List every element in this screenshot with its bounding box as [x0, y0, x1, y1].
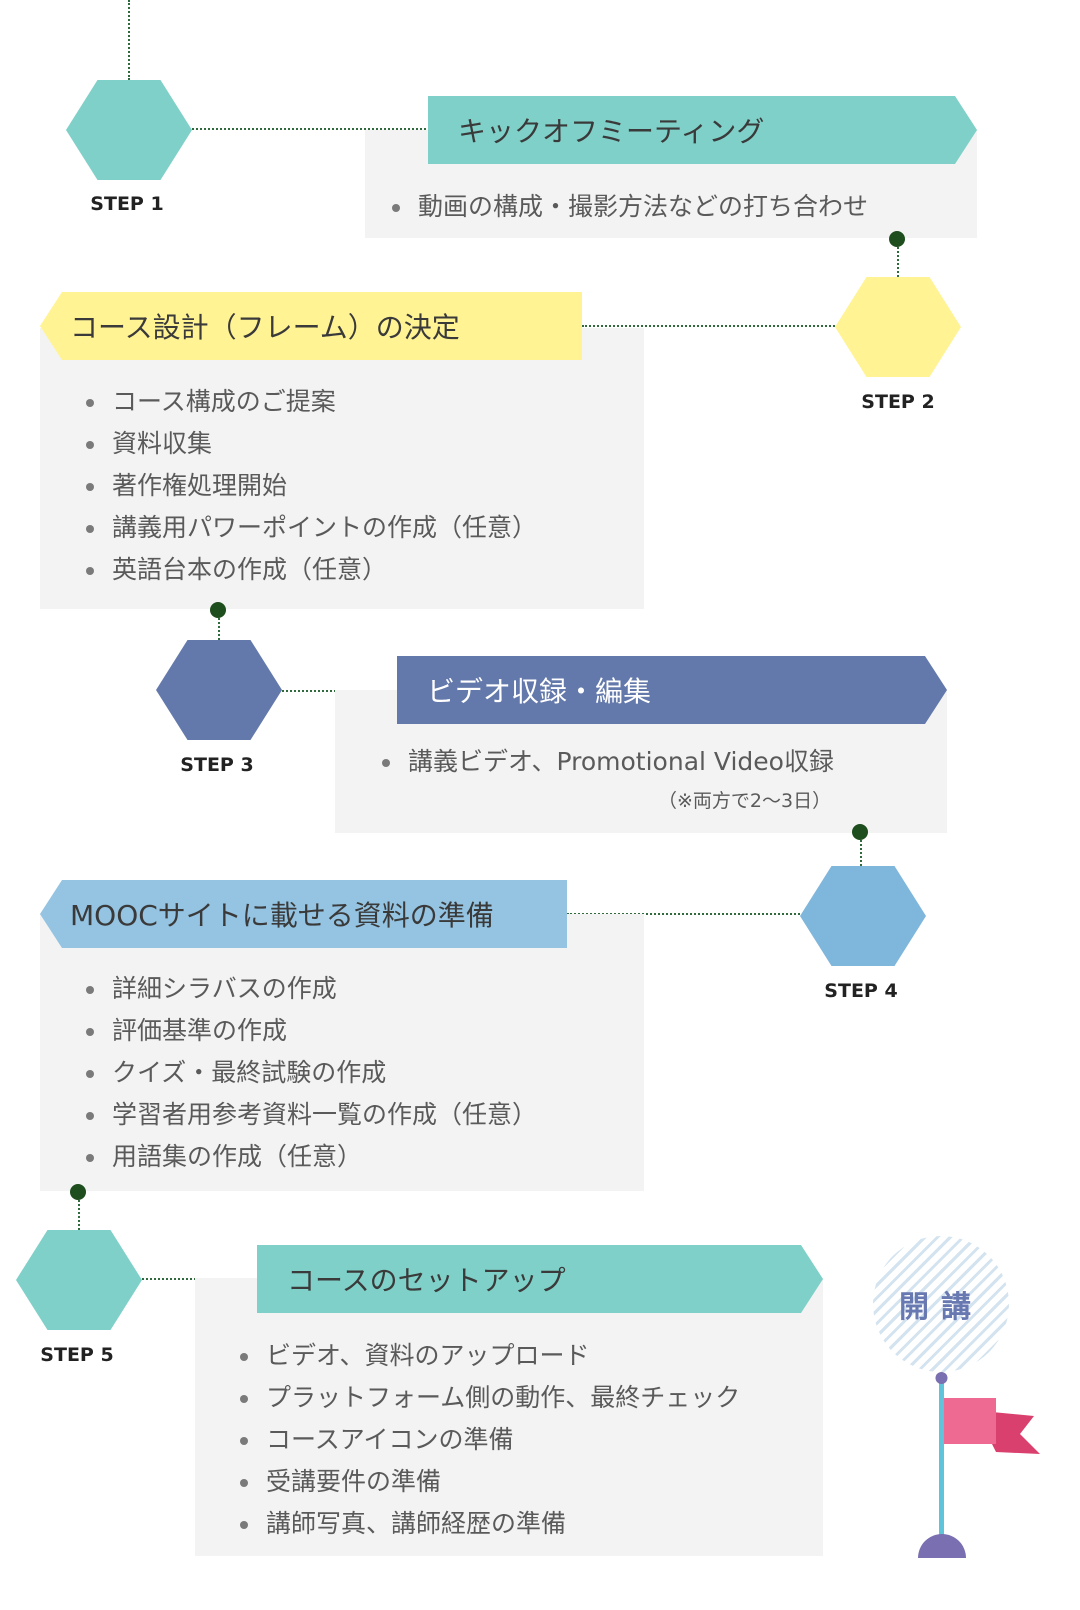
- step-4-label: STEP 4: [824, 980, 898, 1002]
- step-3-list: 講義ビデオ、Promotional Video収録: [380, 741, 834, 783]
- list-item: クイズ・最終試験の作成: [84, 1052, 537, 1094]
- list-item: 用語集の作成（任意）: [84, 1136, 537, 1178]
- course-launch-badge: 開講: [873, 1236, 1009, 1372]
- step-3-title-text: ビデオ収録・編集: [427, 675, 652, 708]
- connector-step-2: [582, 325, 835, 327]
- step-5-title: コースのセットアップ: [257, 1245, 823, 1313]
- connector-step-4: [567, 913, 800, 915]
- step-5-title-text: コースのセットアップ: [287, 1264, 566, 1297]
- list-item: 詳細シラバスの作成: [84, 968, 537, 1010]
- connector-step-4-vertical: [860, 840, 862, 866]
- step-1-label: STEP 1: [90, 193, 164, 215]
- list-item: 英語台本の作成（任意）: [84, 549, 537, 591]
- step-2-title: コース設計（フレーム）の決定: [40, 292, 582, 360]
- step-4-title: MOOCサイトに載せる資料の準備: [40, 880, 567, 948]
- list-item: 講義ビデオ、Promotional Video収録: [380, 741, 834, 783]
- course-launch-label: 開講: [899, 1290, 983, 1325]
- connector-step-3-vertical: [218, 618, 220, 640]
- connector-step-1: [192, 128, 430, 130]
- step-4-card: [40, 914, 644, 1191]
- connector-dot: [210, 602, 226, 618]
- connector-dot: [70, 1184, 86, 1200]
- step-5-hexagon: [16, 1230, 142, 1330]
- list-item: ビデオ、資料のアップロード: [238, 1335, 740, 1377]
- flag-icon: [918, 1372, 1040, 1558]
- step-5-card: [195, 1278, 823, 1556]
- step-5-label: STEP 5: [40, 1344, 114, 1366]
- list-item: プラットフォーム側の動作、最終チェック: [238, 1377, 740, 1419]
- step-4-list: 詳細シラバスの作成 評価基準の作成 クイズ・最終試験の作成 学習者用参考資料一覧…: [84, 968, 537, 1178]
- step-2-label: STEP 2: [861, 391, 935, 413]
- connector-dot: [852, 824, 868, 840]
- step-3-title: ビデオ収録・編集: [397, 656, 947, 724]
- step-3-hexagon: [156, 640, 282, 740]
- step-5-list: ビデオ、資料のアップロード プラットフォーム側の動作、最終チェック コースアイコ…: [238, 1335, 740, 1545]
- recording-duration-note: （※両方で2〜3日）: [658, 790, 832, 812]
- step-2-card: [40, 328, 644, 609]
- step-1-title: キックオフミーティング: [428, 96, 977, 164]
- list-item: コース構成のご提案: [84, 381, 537, 423]
- step-1-hexagon: [66, 80, 192, 180]
- step-1-title-text: キックオフミーティング: [458, 115, 765, 148]
- connector-top: [128, 0, 130, 80]
- list-item: 著作権処理開始: [84, 465, 537, 507]
- step-2-list: コース構成のご提案 資料収集 著作権処理開始 講義用パワーポイントの作成（任意）…: [84, 381, 537, 591]
- connector-step-5-vertical: [78, 1200, 80, 1230]
- list-item: 学習者用参考資料一覧の作成（任意）: [84, 1094, 537, 1136]
- connector-dot: [889, 231, 905, 247]
- step-2-title-text: コース設計（フレーム）の決定: [70, 311, 460, 344]
- step-1-list: 動画の構成・撮影方法などの打ち合わせ: [390, 186, 868, 228]
- step-4-hexagon: [800, 866, 926, 966]
- connector-step-2-vertical: [897, 247, 899, 277]
- list-item: 講義用パワーポイントの作成（任意）: [84, 507, 537, 549]
- list-item: 受講要件の準備: [238, 1461, 740, 1503]
- list-item: 評価基準の作成: [84, 1010, 537, 1052]
- list-item: 資料収集: [84, 423, 537, 465]
- list-item: 動画の構成・撮影方法などの打ち合わせ: [390, 186, 868, 228]
- list-item: コースアイコンの準備: [238, 1419, 740, 1461]
- step-3-label: STEP 3: [180, 754, 254, 776]
- step-2-hexagon: [835, 277, 961, 377]
- list-item: 講師写真、講師経歴の準備: [238, 1503, 740, 1545]
- step-4-title-text: MOOCサイトに載せる資料の準備: [70, 899, 494, 932]
